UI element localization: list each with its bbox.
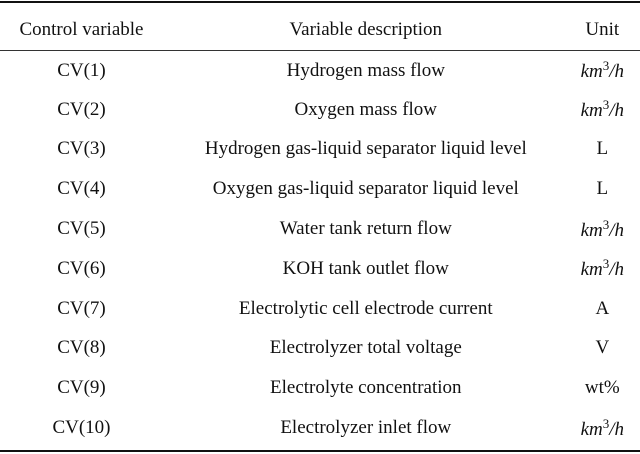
table-row: CV(4) Oxygen gas-liquid separator liquid… [0, 169, 640, 209]
unit-cell: km3/h [580, 97, 625, 122]
table-top-rule [0, 1, 640, 3]
description-cell: Oxygen mass flow [294, 98, 438, 120]
cv-cell: CV(1) [57, 59, 106, 81]
unit-cell: km3/h [580, 58, 625, 83]
unit-cell: km3/h [580, 415, 625, 440]
table-row: CV(7) Electrolytic cell electrode curren… [0, 289, 640, 329]
cv-cell: CV(5) [57, 218, 106, 240]
table-row: CV(3) Hydrogen gas-liquid separator liqu… [0, 130, 640, 170]
control-variables-table: Control variable Variable description Un… [0, 10, 640, 448]
table-row: CV(2) Oxygen mass flow km3/h [0, 90, 640, 130]
description-cell: Electrolyzer inlet flow [280, 417, 452, 439]
cv-cell: CV(6) [57, 257, 106, 279]
unit-cell: L [596, 138, 609, 160]
description-cell: Water tank return flow [279, 218, 452, 240]
cv-cell: CV(9) [57, 377, 106, 399]
description-cell: Electrolyte concentration [270, 377, 462, 399]
description-cell: Electrolyzer total voltage [269, 337, 462, 359]
unit-cell: V [595, 337, 610, 359]
table-row: CV(10) Electrolyzer inlet flow km3/h [0, 408, 640, 448]
cv-cell: CV(7) [57, 297, 106, 319]
description-cell: Electrolytic cell electrode current [238, 297, 493, 319]
cv-cell: CV(4) [57, 178, 106, 200]
table-row: CV(5) Water tank return flow km3/h [0, 209, 640, 249]
description-cell: Hydrogen mass flow [286, 59, 445, 81]
unit-cell: km3/h [580, 256, 625, 281]
unit-cell: L [596, 178, 609, 200]
table-row: CV(6) KOH tank outlet flow km3/h [0, 249, 640, 289]
header-control-variable: Control variable [19, 19, 144, 40]
cv-cell: CV(10) [52, 417, 111, 439]
description-cell: Hydrogen gas-liquid separator liquid lev… [204, 138, 527, 160]
table-bottom-rule [0, 450, 640, 452]
table-header-row: Control variable Variable description Un… [0, 10, 640, 50]
unit-cell: km3/h [580, 216, 625, 241]
table-row: CV(1) Hydrogen mass flow km3/h [0, 50, 640, 90]
header-variable-description: Variable description [289, 19, 443, 40]
cv-cell: CV(3) [57, 138, 106, 160]
header-unit: Unit [585, 19, 620, 40]
cv-cell: CV(2) [57, 98, 106, 120]
description-cell: Oxygen gas-liquid separator liquid level [212, 178, 519, 200]
description-cell: KOH tank outlet flow [282, 257, 449, 279]
cv-cell: CV(8) [57, 337, 106, 359]
unit-cell: wt% [584, 377, 620, 399]
unit-cell: A [595, 297, 610, 319]
table-row: CV(8) Electrolyzer total voltage V [0, 329, 640, 369]
table-row: CV(9) Electrolyte concentration wt% [0, 368, 640, 408]
table-header-rule [0, 50, 640, 51]
